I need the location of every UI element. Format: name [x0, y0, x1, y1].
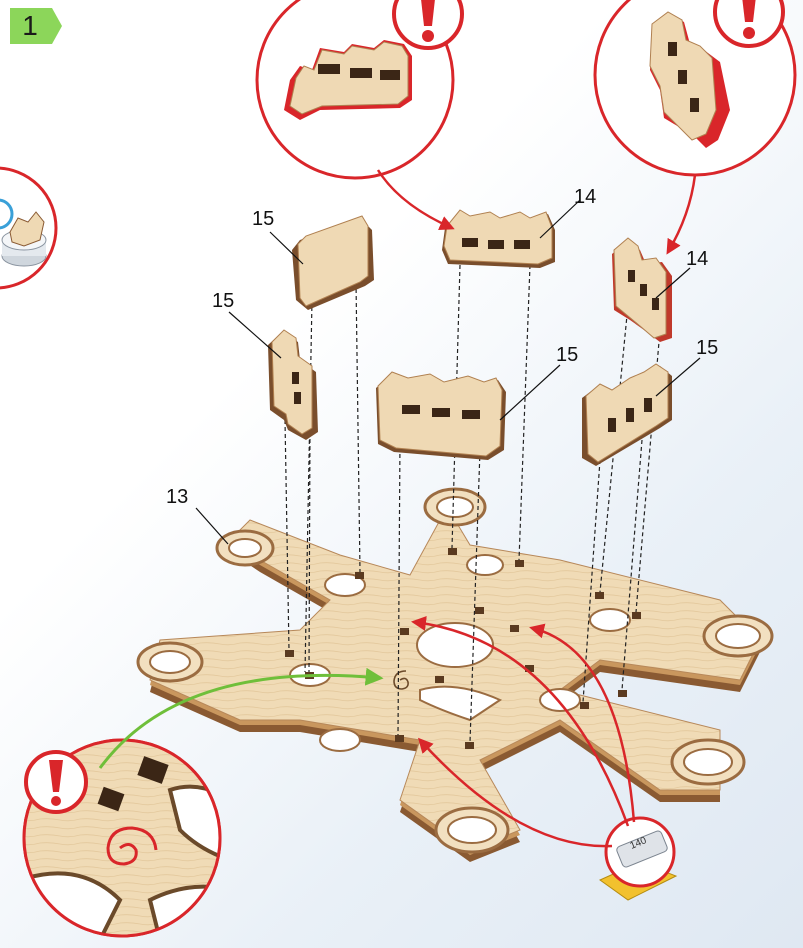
- part-15-center: [376, 372, 506, 460]
- part-14-right: [612, 238, 672, 342]
- base-plate-13: [138, 489, 772, 862]
- part-label-15: 15: [556, 344, 578, 366]
- part-14-center: [442, 210, 555, 268]
- callout-arrow-right: [668, 175, 695, 252]
- part-15-left: [268, 330, 318, 440]
- part-label-15: 15: [696, 337, 718, 359]
- glue-tube-icon: [600, 818, 676, 900]
- warning-exclamation-icon: [394, 0, 462, 48]
- step-number: 1: [14, 9, 46, 43]
- part-15-right: [582, 364, 672, 466]
- part-label-13: 13: [166, 486, 188, 508]
- warning-exclamation-icon: [26, 752, 86, 812]
- part-label-14: 14: [574, 186, 596, 208]
- part-label-14: 14: [686, 248, 708, 270]
- part-label-15: 15: [252, 208, 274, 230]
- callout-arrow-center: [378, 170, 452, 228]
- part-label-15: 15: [212, 290, 234, 312]
- previous-step-thumbnail: [0, 168, 56, 288]
